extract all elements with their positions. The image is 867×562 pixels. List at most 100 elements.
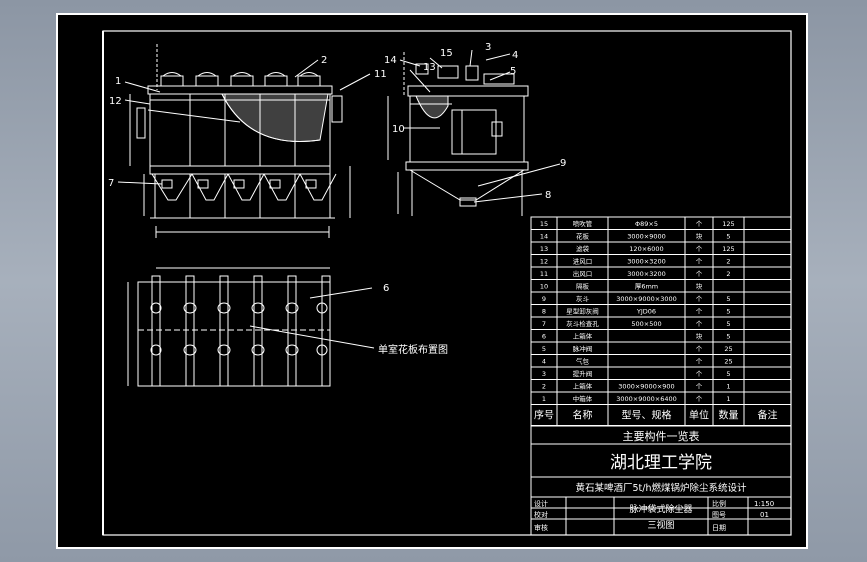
callout-labels: 1 2 11 12 7 14 15 3 4 13 5 10 9 8 6 单室花板… — [108, 42, 566, 356]
parts-table-cell: 气包 — [576, 357, 590, 366]
table-caption: 主要构件一览表 — [623, 429, 700, 443]
parts-table-cell: 2 — [542, 383, 546, 391]
callout-1: 1 — [115, 76, 121, 87]
parts-table-cell: 个 — [696, 383, 703, 391]
view-name: 三视图 — [647, 519, 674, 531]
parts-table-cell: 块 — [696, 232, 703, 241]
front-view — [129, 44, 351, 238]
parts-table-cell: 3000×9000×900 — [618, 383, 674, 391]
parts-table-cell: 7 — [542, 320, 546, 328]
parts-table-cell: 5 — [726, 295, 730, 303]
project-title: 黄石某啤酒厂5t/h燃煤锅炉除尘系统设计 — [576, 482, 747, 494]
parts-table-cell: 个 — [696, 270, 703, 278]
parts-table-header-qty: 数量 — [719, 409, 739, 422]
parts-table-cell: 个 — [696, 245, 703, 253]
parts-table-cell: 脉冲阀 — [573, 344, 593, 353]
callout-10: 10 — [392, 124, 405, 135]
parts-table-cell: 花板 — [576, 232, 590, 241]
parts-table-cell: 灰斗检查孔 — [566, 319, 599, 328]
parts-table-cell: 块 — [696, 282, 703, 291]
callout-14: 14 — [384, 55, 397, 66]
callout-3: 3 — [485, 42, 491, 53]
parts-table-cell: 2 — [726, 270, 730, 278]
parts-table-cell: 隔板 — [576, 282, 590, 291]
parts-table-cell: 进风口 — [573, 258, 593, 266]
parts-table-header-unit: 单位 — [689, 409, 709, 422]
drawing-name: 脉冲袋式除尘器 — [629, 503, 692, 515]
drawing-paper — [56, 13, 808, 549]
parts-table-cell: 3000×3200 — [627, 270, 666, 278]
parts-table-cell: 25 — [724, 345, 732, 353]
parts-table-cell: 灰斗 — [576, 294, 590, 303]
date-label: 日期 — [712, 524, 726, 532]
parts-table-cell: 个 — [696, 395, 703, 403]
parts-table-cell: 5 — [726, 333, 730, 341]
approver-label: 审核 — [534, 523, 548, 532]
parts-table-cell: 5 — [726, 308, 730, 316]
parts-table-cell: 4 — [542, 358, 546, 366]
parts-table-cell: 3000×3200 — [627, 258, 666, 266]
parts-table-header-spec: 型号、规格 — [622, 409, 672, 422]
plate-layout-view — [127, 267, 331, 387]
parts-table-cell: 出风口 — [573, 269, 593, 278]
callout-11: 11 — [374, 69, 387, 80]
callout-13: 13 — [423, 62, 436, 73]
parts-table-cell: 3000×9000×6400 — [616, 395, 677, 403]
callout-5: 5 — [510, 66, 516, 77]
parts-table-cell: 120×6000 — [629, 245, 663, 253]
parts-table-header-no: 序号 — [534, 409, 554, 422]
parts-table-cell: 个 — [696, 220, 703, 228]
callout-2: 2 — [321, 55, 327, 66]
plan-columns — [151, 275, 331, 387]
plate-layout-label: 单室花板布置图 — [378, 343, 448, 356]
parts-table-cell: 个 — [696, 345, 703, 353]
parts-table-cell: 1 — [726, 395, 730, 403]
parts-table-cell: 1 — [542, 395, 546, 403]
parts-table-cell: 喷吹管 — [573, 219, 593, 228]
callout-4: 4 — [512, 50, 518, 61]
parts-table-cell: 个 — [696, 295, 703, 303]
parts-table-cell: 中箱体 — [573, 394, 593, 403]
callout-8: 8 — [545, 190, 551, 201]
parts-table-cell: 个 — [696, 358, 703, 366]
parts-table-cell: 11 — [540, 270, 548, 278]
parts-table-cell: YJD06 — [636, 308, 656, 316]
side-view — [387, 52, 529, 216]
front-view-hoppers — [151, 173, 337, 201]
school-name: 湖北理工学院 — [610, 453, 712, 473]
parts-table-cell: 滤袋 — [576, 244, 590, 253]
callout-12: 12 — [109, 96, 122, 107]
parts-table-cell: 5 — [726, 370, 730, 378]
parts-table-cell: 3 — [542, 370, 546, 378]
parts-table-cell: 厚6mm — [635, 283, 658, 291]
checker-label: 校对 — [534, 510, 548, 519]
parts-table-cell: 5 — [726, 233, 730, 241]
parts-table-cell: 上箱体 — [573, 332, 593, 341]
parts-table-header-remark: 备注 — [758, 409, 778, 422]
parts-table-cell: 500×500 — [631, 320, 661, 328]
parts-table-cell: 星型卸灰阀 — [566, 307, 599, 316]
parts-table — [530, 216, 792, 426]
callout-7: 7 — [108, 178, 114, 189]
parts-table-cell: 个 — [696, 320, 703, 328]
leader-lines — [117, 49, 561, 349]
parts-table-cell: 3000×9000×3000 — [616, 295, 677, 303]
parts-table-header-name: 名称 — [573, 409, 593, 422]
parts-table-cell: 上箱体 — [573, 382, 593, 391]
parts-table-cell: 个 — [696, 258, 703, 266]
sheet-value: 01 — [760, 511, 769, 519]
parts-table-cell: 个 — [696, 370, 703, 378]
title-block-text: 主要构件一览表 湖北理工学院 黄石某啤酒厂5t/h燃煤锅炉除尘系统设计 设计 校… — [534, 429, 774, 532]
parts-table-cell: 14 — [540, 233, 548, 241]
callout-15: 15 — [440, 48, 453, 59]
parts-table-cell: Φ89×5 — [635, 220, 658, 228]
parts-table-cell: 13 — [540, 245, 548, 253]
plan-filter-holes — [150, 302, 328, 356]
parts-table-cell: 125 — [722, 245, 734, 253]
scale-value: 1:150 — [754, 500, 774, 508]
parts-table-cell: 5 — [726, 320, 730, 328]
parts-table-cell: 块 — [696, 332, 703, 341]
callout-6: 6 — [383, 283, 389, 294]
